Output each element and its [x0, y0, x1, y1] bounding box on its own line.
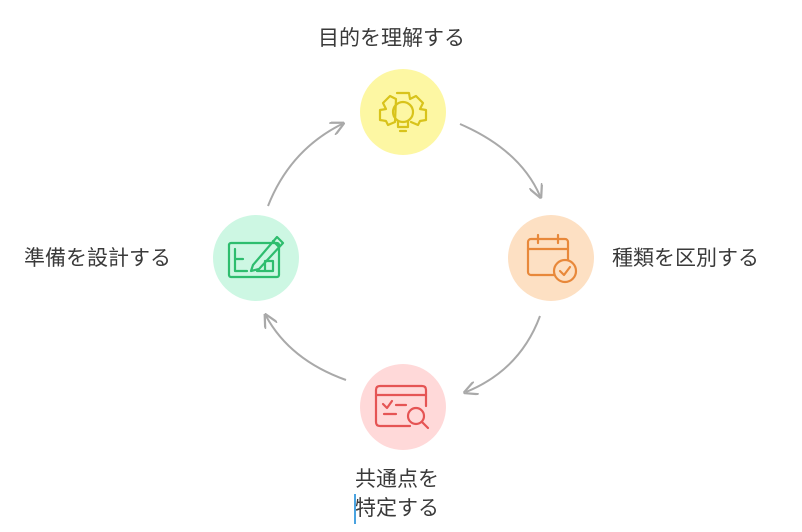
gear-lightbulb-icon — [378, 91, 428, 133]
arrow-right-to-bottom — [466, 315, 541, 392]
step-label-3-line-1: 共通点を — [355, 467, 439, 491]
calendar-check-icon — [526, 233, 578, 284]
step-label-3-line-2: 特定する — [355, 496, 439, 520]
arrow-top-to-right — [459, 123, 540, 196]
step-node-4 — [213, 215, 299, 301]
step-label-2: 種類を区別する — [612, 246, 759, 270]
text-cursor — [354, 494, 356, 524]
document-search-icon — [374, 384, 430, 430]
step-label-4: 準備を設計する — [24, 246, 171, 270]
arrow-left-to-top — [267, 124, 342, 207]
arrow-bottom-to-left — [266, 316, 347, 381]
blueprint-pencil-icon — [227, 235, 285, 279]
step-label-1: 目的を理解する — [318, 26, 465, 50]
step-node-3 — [360, 364, 446, 450]
step-node-2 — [508, 215, 594, 301]
step-node-1 — [360, 69, 446, 155]
